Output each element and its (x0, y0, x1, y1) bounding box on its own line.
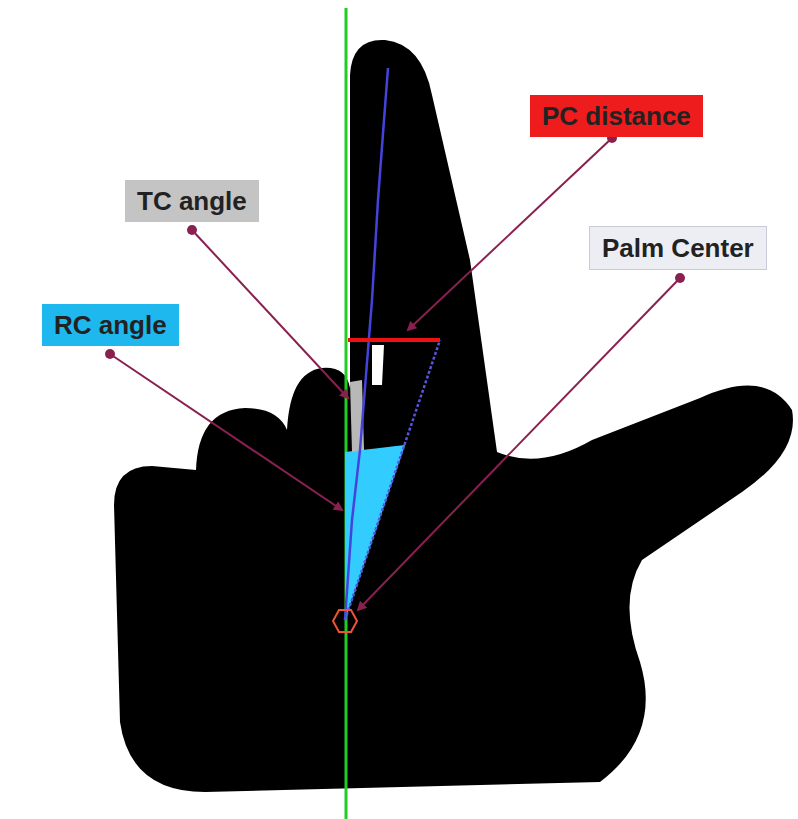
leader-line (408, 138, 612, 330)
vertical-axis (345, 8, 348, 819)
label-text: Palm Center (602, 232, 754, 264)
tc-angle-label: TC angle (125, 180, 259, 222)
palm-center-marker (333, 610, 357, 632)
finger-axis-line (345, 68, 388, 620)
palm-center-label: Palm Center (589, 226, 767, 270)
leader-dot (187, 225, 197, 235)
leader-line (192, 230, 348, 398)
hand-silhouette (114, 40, 793, 792)
pc-distance-line (348, 338, 440, 342)
label-text: TC angle (137, 185, 247, 217)
leader-dot (675, 273, 685, 283)
finger-gap (372, 345, 384, 385)
pc-distance-label: PC distance (530, 95, 703, 137)
leader-line (358, 278, 680, 610)
leader-line (110, 354, 342, 510)
leader-dot (105, 349, 115, 359)
label-text: PC distance (542, 100, 691, 132)
label-text: RC angle (54, 309, 167, 341)
tip-ray (345, 340, 440, 620)
rc-angle-label: RC angle (42, 304, 179, 346)
